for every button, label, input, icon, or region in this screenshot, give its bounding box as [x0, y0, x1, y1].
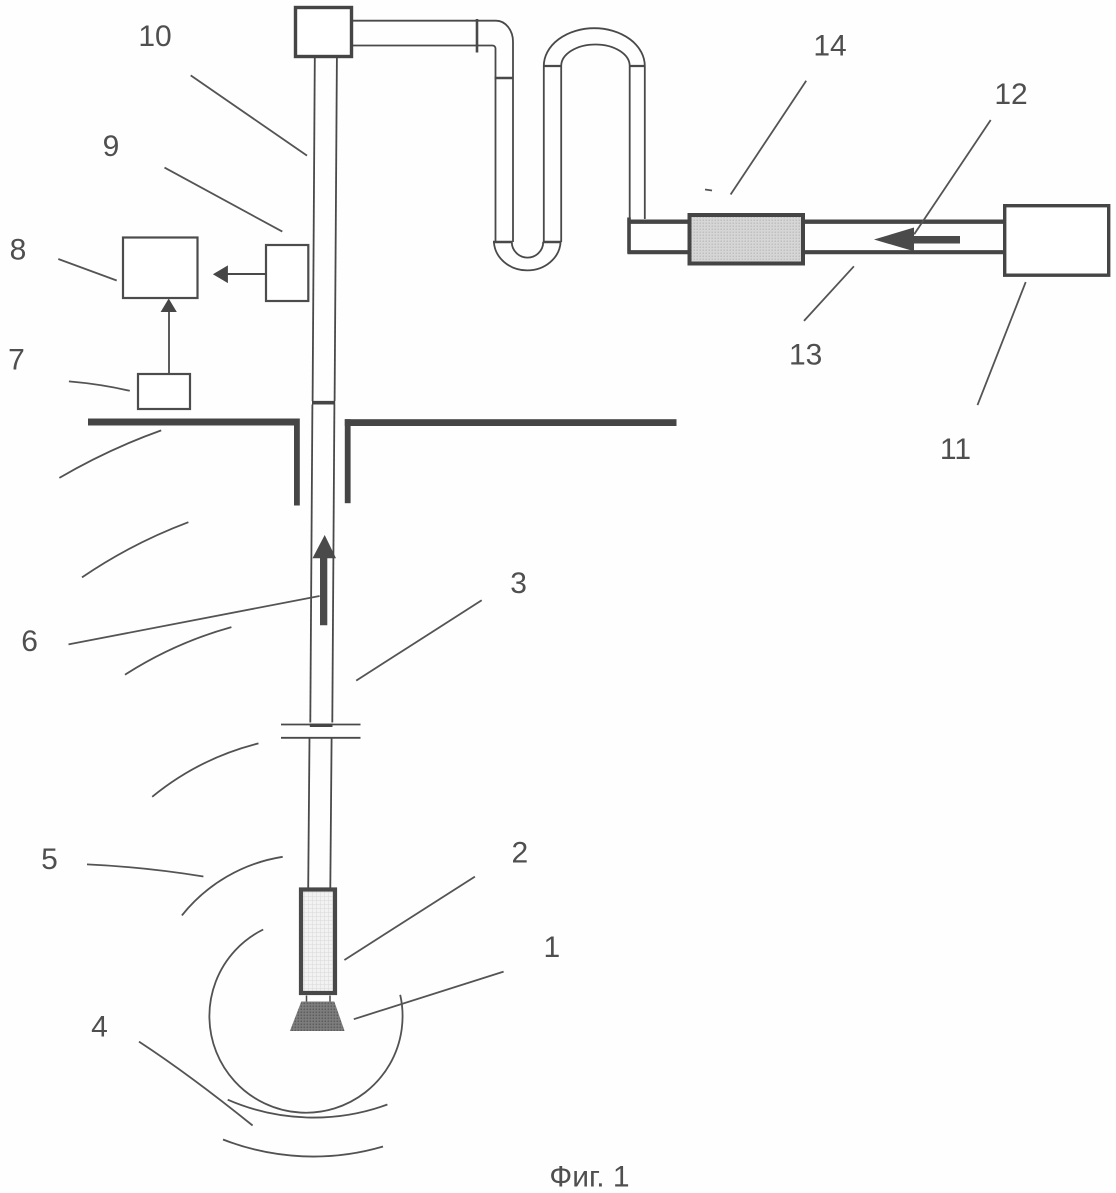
- svg-text:5: 5: [41, 843, 58, 876]
- svg-text:Фиг. 1: Фиг. 1: [549, 1161, 629, 1193]
- svg-text:7: 7: [8, 344, 25, 377]
- svg-text:2: 2: [512, 837, 529, 870]
- svg-text:6: 6: [21, 625, 38, 658]
- svg-text:11: 11: [940, 433, 971, 466]
- svg-text:14: 14: [813, 30, 846, 63]
- svg-text:13: 13: [789, 339, 822, 372]
- svg-text:12: 12: [994, 78, 1027, 111]
- svg-text:4: 4: [91, 1011, 108, 1044]
- svg-text:10: 10: [138, 20, 171, 53]
- svg-text:8: 8: [10, 234, 27, 267]
- svg-text:9: 9: [103, 130, 120, 163]
- svg-text:3: 3: [510, 567, 527, 600]
- svg-text:1: 1: [544, 931, 561, 964]
